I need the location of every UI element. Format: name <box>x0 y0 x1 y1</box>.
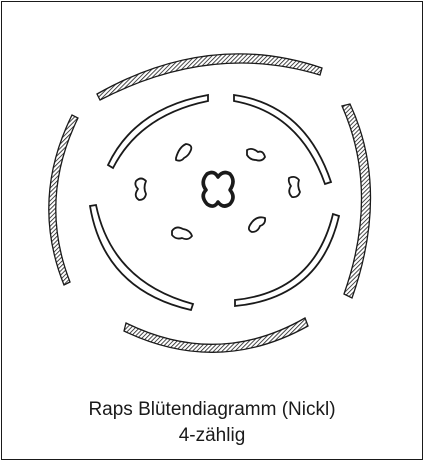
sepal-bottom <box>124 318 308 352</box>
stamen-right <box>289 177 300 197</box>
stamen-lower-right <box>249 217 265 232</box>
gynoecium <box>203 173 233 207</box>
petal-upper-right <box>234 95 331 184</box>
diagram-caption-subtitle: 4-zählig <box>0 424 424 448</box>
stamen-upper-right <box>247 149 265 161</box>
stamen-lower-left <box>172 227 192 239</box>
sepal-right <box>342 104 371 298</box>
petal-upper-left <box>108 95 208 168</box>
stamen-upper-left <box>176 144 191 161</box>
petal-lower-left <box>90 205 193 310</box>
diagram-caption-title: Raps Blütendiagramm (Nickl) <box>0 398 424 422</box>
sepal-top <box>97 54 322 100</box>
ovary <box>203 173 233 207</box>
stamen-left <box>135 179 146 201</box>
sepal-left <box>49 115 78 285</box>
